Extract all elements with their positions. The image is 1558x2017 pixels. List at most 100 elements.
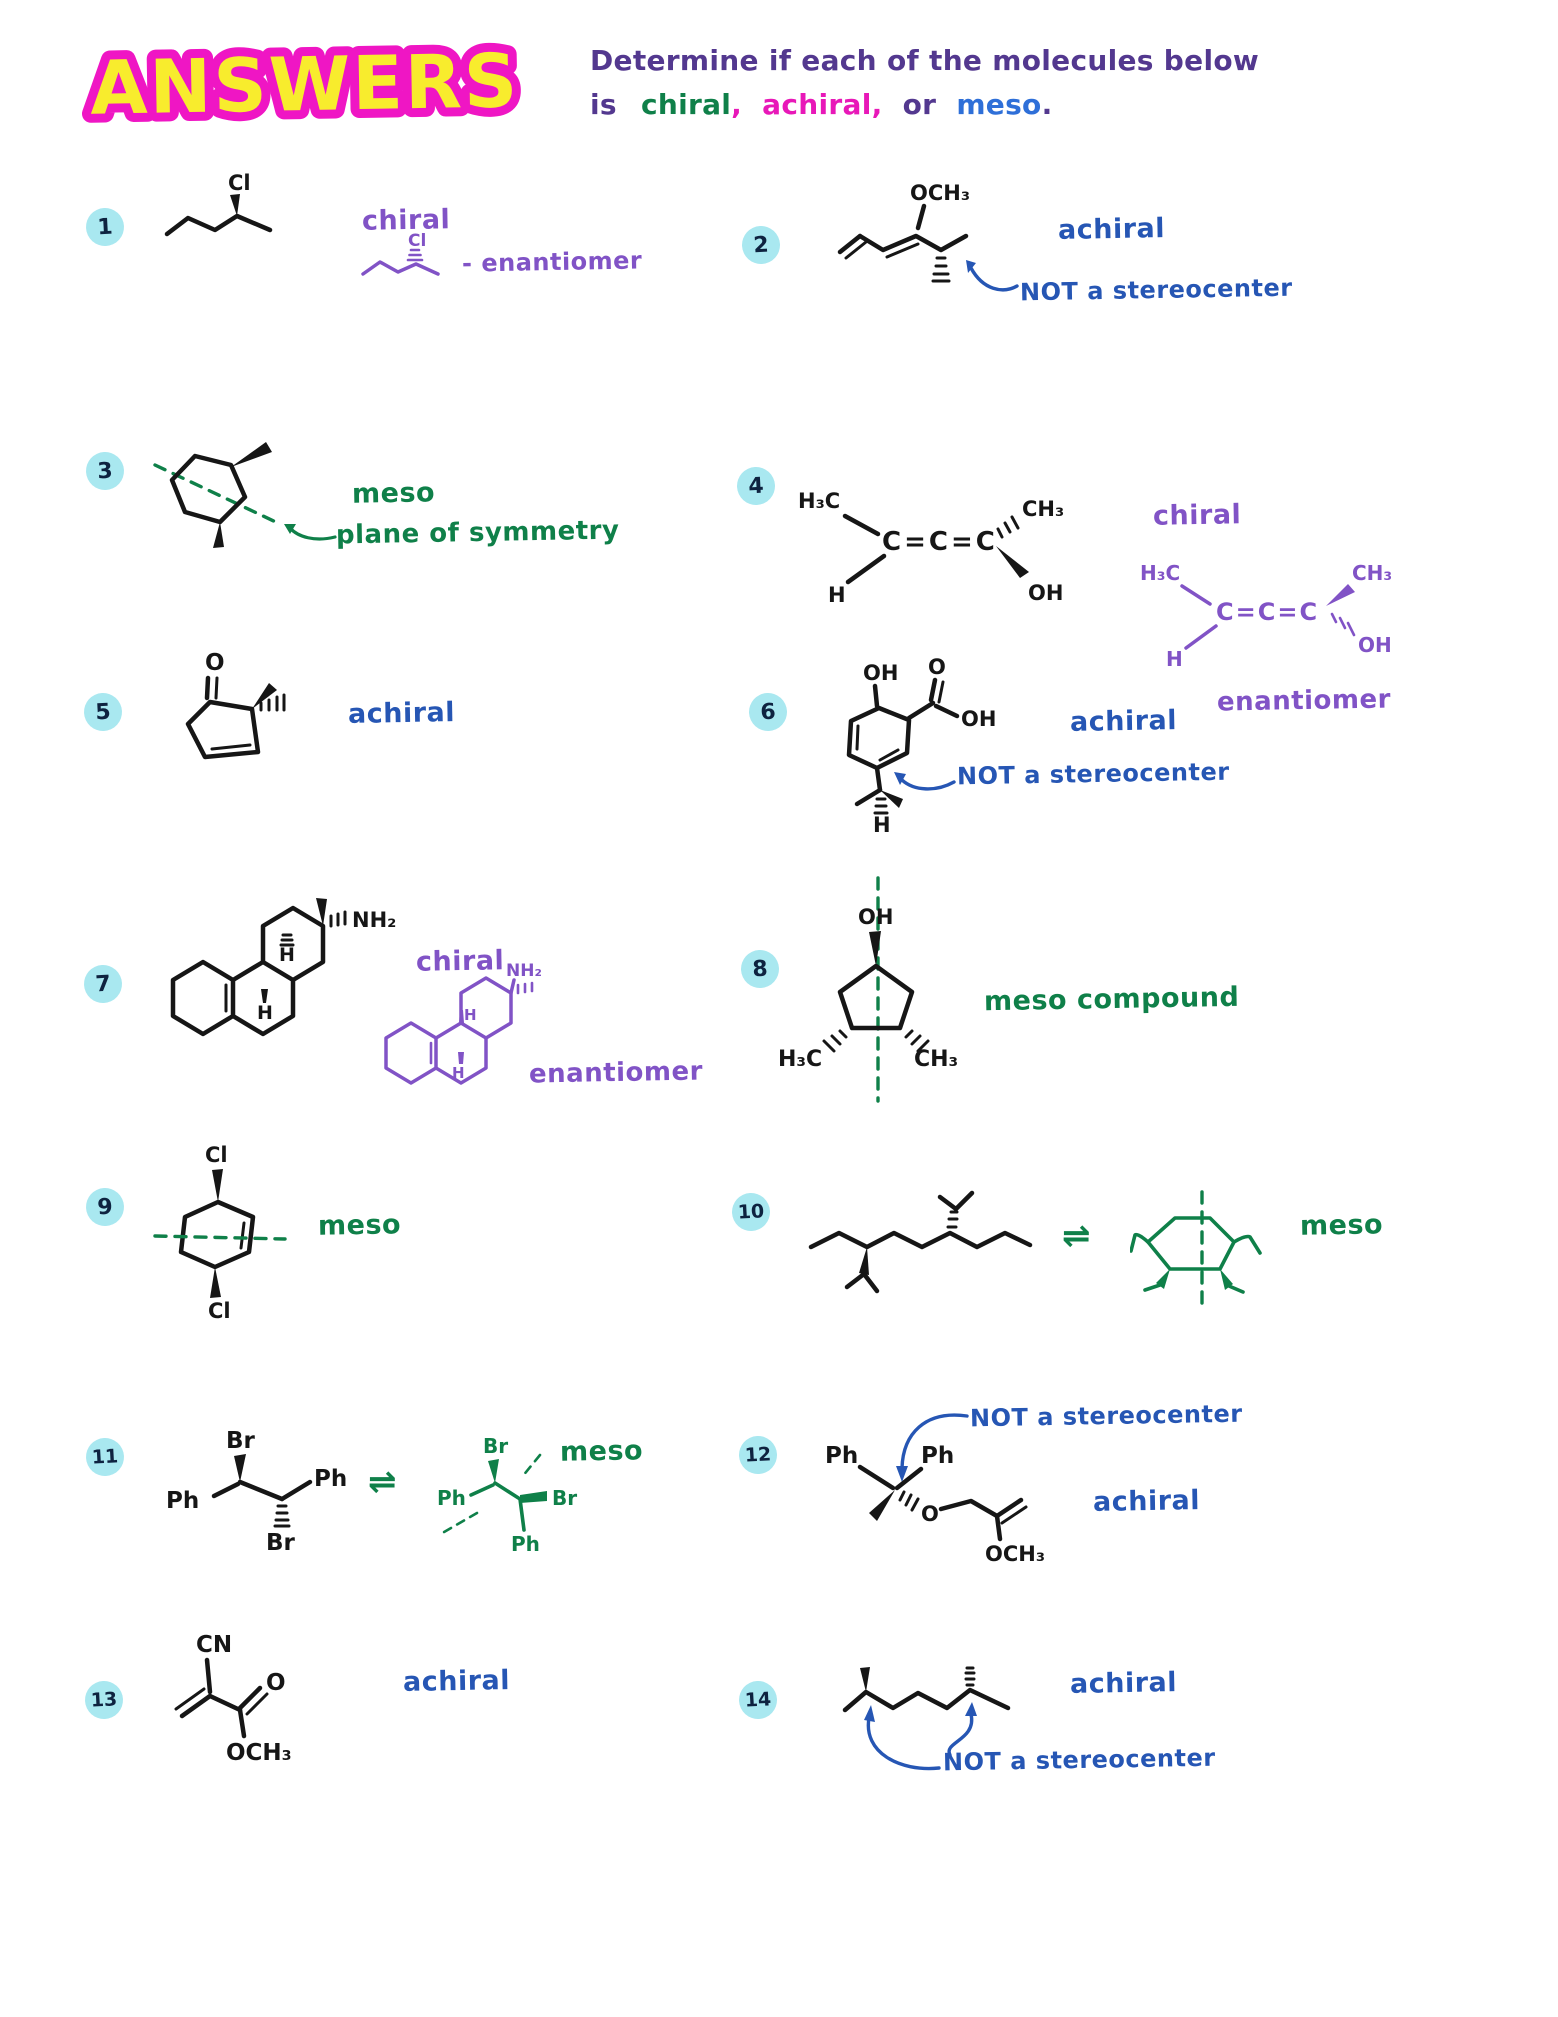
bond-methyl-left [854, 787, 883, 807]
double-bond-carbonyl [237, 1685, 269, 1716]
double-bond-terminal [837, 233, 868, 260]
hash-bond [406, 248, 424, 262]
bond-c1-c2 [237, 1479, 285, 1502]
note-2: NOT a stereocenter [1019, 273, 1293, 307]
structure-4-enantiomer: H₃C C=C=C H CH₃ OH [1140, 561, 1392, 671]
atom-label-nh2: NH₂ [506, 961, 542, 981]
wedge-methyl-top [231, 442, 272, 467]
note-6: NOT a stereocenter [956, 757, 1230, 791]
atom-label-br-top: Br [226, 1428, 256, 1454]
methyl-left [1143, 1283, 1162, 1292]
atom-label-ph-left: Ph [825, 1443, 858, 1469]
wedge-methyl [860, 1667, 870, 1692]
atom-label-ccc: C=C=C [1216, 598, 1319, 626]
hash-bond-o [898, 1490, 920, 1512]
badge-14: 14 [738, 1680, 778, 1720]
bond-isopropyl [874, 765, 883, 793]
badge-9: 9 [85, 1187, 125, 1227]
chain-left [1130, 1232, 1150, 1253]
isopropyl-top [937, 1190, 975, 1212]
atom-label-h3c: H₃C [778, 1047, 822, 1072]
bond-ph-bottom [518, 1497, 526, 1532]
answer-10: meso [1299, 1209, 1384, 1242]
isopropyl-bottom [844, 1271, 880, 1294]
badge-10: 10 [731, 1192, 771, 1232]
wedge-bond-oh [869, 931, 881, 966]
instruction-line2: is chiral, achiral, or meso. [590, 88, 1053, 121]
hash-bond-h-upper [279, 933, 295, 947]
wedge-bond-isopropyl [859, 1247, 869, 1275]
atom-label-nh2: NH₂ [352, 908, 396, 932]
atom-label-h-lower: H [257, 1002, 273, 1024]
bond-ph-left [857, 1464, 896, 1491]
bond-chain [361, 260, 440, 276]
ring-c [459, 976, 513, 1040]
comma-1: , [731, 88, 743, 121]
hash-bond-ch3 [904, 1029, 930, 1053]
bond-ester [237, 1707, 247, 1739]
double-bond-vinyl [994, 1497, 1028, 1525]
period: . [1041, 88, 1053, 121]
bond-c1-c2 [493, 1481, 522, 1501]
answer-2: achiral [1057, 213, 1166, 246]
atom-label-br-top: Br [483, 1434, 508, 1458]
structure-12-diphenyl-ether: Ph Ph O OCH₃ [825, 1443, 1045, 1566]
wedge-bond-h-lower [261, 989, 268, 1003]
pointer-arrow-2 [966, 260, 1019, 292]
atom-label-h: H [873, 813, 891, 837]
hash-bond-isopropyl [946, 1210, 959, 1229]
structure-8-cyclopentanol: OH H₃C CH₃ [778, 876, 958, 1103]
wedge-bond-br [488, 1459, 499, 1483]
atom-label-oh: OH [1028, 581, 1063, 605]
bond-chain [808, 1230, 1033, 1250]
equilibrium-arrow-10: ⇌ [1062, 1216, 1091, 1256]
atom-label-o: O [266, 1670, 286, 1696]
answer-3: meso [351, 477, 436, 510]
bond-ph-left [469, 1483, 495, 1497]
comma-2: , [871, 88, 883, 121]
atom-label-oh-acid: OH [961, 707, 996, 731]
hash-bond-oh [1330, 612, 1356, 637]
badge-7: 7 [83, 964, 123, 1004]
note-4: enantiomer [1216, 684, 1392, 718]
badge-3: 3 [85, 451, 125, 491]
aromatic-inner-bonds [855, 724, 900, 762]
atom-label-ph-right: Ph [921, 1443, 954, 1469]
atom-label-cl-top: Cl [205, 1143, 228, 1167]
atom-label-cl-enantiomer: Cl [408, 232, 426, 251]
structure-3-dimethylcyclohexane [153, 442, 337, 548]
structure-11-rotamer: Br Ph Br Ph [437, 1434, 577, 1556]
word-achiral: achiral [762, 88, 872, 121]
atom-label-ph-left: Ph [166, 1488, 199, 1514]
note-7: enantiomer [528, 1056, 704, 1090]
atom-label-och3: OCH₃ [226, 1740, 292, 1766]
ring-c [260, 905, 326, 983]
methyl-right [1227, 1284, 1245, 1294]
pointer-arrow-6 [894, 772, 956, 791]
answer-4: chiral [1152, 499, 1242, 532]
word-or: or [902, 88, 937, 121]
atom-label-oh-phenol: OH [863, 661, 898, 685]
atom-label-cn: CN [196, 1632, 232, 1658]
pointer-arrow-12 [896, 1413, 969, 1482]
atom-label-ph-right: Ph [314, 1466, 347, 1492]
wedge-bond-h-lower [458, 1052, 464, 1064]
badge-4: 4 [736, 466, 776, 506]
double-bond-vinyl [174, 1687, 213, 1719]
pointer-arrows-14 [864, 1702, 977, 1771]
bond-chain [164, 213, 273, 237]
ring [1146, 1216, 1236, 1271]
wedge-methyl-bottom [213, 522, 224, 548]
wedge-bond-br-right [520, 1491, 547, 1503]
structure-10-diisopropyl-chain [808, 1190, 1033, 1294]
atom-label-ch3: CH₃ [1022, 497, 1064, 521]
ring [837, 963, 915, 1031]
hash-bond-nh2 [516, 981, 534, 995]
badge-2: 2 [741, 225, 781, 265]
atom-label-oh: OH [1358, 633, 1392, 657]
bond-c-oh [933, 703, 960, 719]
structure-11-dibromo-diphenyl: Br Ph Ph Br [166, 1428, 347, 1556]
answer-8: meso compound [983, 981, 1240, 1018]
atom-label-ccc: C=C=C [882, 527, 998, 557]
word-meso: meso [956, 88, 1042, 121]
